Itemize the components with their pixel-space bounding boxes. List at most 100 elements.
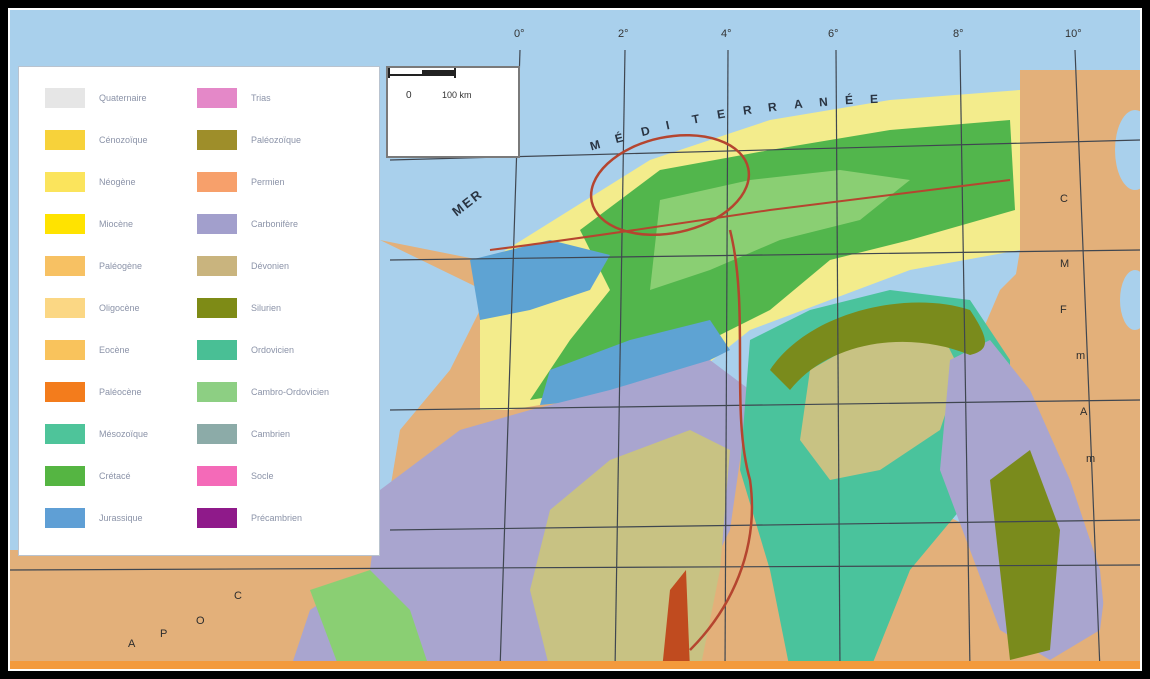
degree-label: 6° <box>828 28 839 40</box>
legend-item: Socle <box>197 465 274 487</box>
legend-swatch <box>197 424 237 444</box>
legend-label: Carbonifère <box>251 219 299 229</box>
silurian-ring <box>770 302 985 390</box>
legend-swatch <box>45 88 85 108</box>
jurassic-west <box>470 240 610 320</box>
scale-bar <box>388 68 456 78</box>
sea-label-letter: N <box>818 94 831 110</box>
legend-item: Mésozoïque <box>45 423 148 445</box>
land-east <box>1010 70 1140 669</box>
legend-label: Néogène <box>99 177 136 187</box>
legend-swatch <box>197 88 237 108</box>
green-southwest <box>310 570 430 669</box>
legend-swatch <box>45 256 85 276</box>
jurassic-central <box>540 320 730 405</box>
precambrian-sliver <box>662 570 690 669</box>
legend-label: Dévonien <box>251 261 290 271</box>
sea-label-letter: É <box>844 93 855 108</box>
legend-item: Dévonien <box>197 255 289 277</box>
region-letter: C <box>234 590 242 602</box>
scale-bar-panel: 0 100 km <box>386 66 520 158</box>
legend-label: Cambrien <box>251 429 291 439</box>
legend-item: Eocène <box>45 339 130 361</box>
legend-label: Eocène <box>99 345 130 355</box>
legend-swatch <box>45 130 85 150</box>
region-letter: C <box>1060 193 1068 205</box>
legend-label: Paléozoïque <box>251 135 302 145</box>
legend-item: Cénozoïque <box>45 129 148 151</box>
legend-swatch <box>197 466 237 486</box>
legend-swatch <box>45 298 85 318</box>
legend-swatch <box>197 214 237 234</box>
legend-swatch <box>45 172 85 192</box>
legend-item: Crétacé <box>45 465 131 487</box>
degree-label: 2° <box>618 28 629 40</box>
legend-item: Permien <box>197 171 285 193</box>
silurian-east <box>990 450 1060 660</box>
degree-label: 10° <box>1065 28 1082 40</box>
sea-label-letter: E <box>869 91 881 107</box>
legend-item: Paléogène <box>45 255 142 277</box>
map-bottom-border <box>10 661 1140 669</box>
legend-label: Ordovicien <box>251 345 295 355</box>
legend-item: Cambrien <box>197 423 290 445</box>
scale-distance-label: 100 km <box>442 90 472 100</box>
region-letter: F <box>1060 304 1067 316</box>
degree-label: 4° <box>721 28 732 40</box>
legend-label: Miocène <box>99 219 134 229</box>
legend-item: Carbonifère <box>197 213 298 235</box>
degree-label: 8° <box>953 28 964 40</box>
legend-swatch <box>45 340 85 360</box>
sea-label-letter: R <box>767 99 780 115</box>
legend-label: Oligocène <box>99 303 140 313</box>
legend-label: Mésozoïque <box>99 429 149 439</box>
legend-label: Quaternaire <box>99 93 147 103</box>
legend-label: Cénozoïque <box>99 135 148 145</box>
legend-item: Paléocène <box>45 381 142 403</box>
legend-swatch <box>45 466 85 486</box>
legend-item: Paléozoïque <box>197 129 301 151</box>
legend-label: Socle <box>251 471 274 481</box>
legend-swatch <box>197 256 237 276</box>
boundary-line-north <box>489 179 1011 251</box>
legend-label: Trias <box>251 93 271 103</box>
legend-swatch <box>197 172 237 192</box>
lake-east <box>1115 110 1140 190</box>
legend-item: Silurien <box>197 297 281 319</box>
region-letter: A <box>128 638 136 650</box>
legend-label: Précambrien <box>251 513 303 523</box>
legend-label: Silurien <box>251 303 282 313</box>
study-area-boundary <box>589 133 751 237</box>
legend-swatch <box>45 424 85 444</box>
legend-item: Ordovicien <box>197 339 294 361</box>
region-letter: A <box>1080 406 1088 418</box>
region-letter: P <box>160 628 168 640</box>
map-canvas <box>10 49 1140 669</box>
region-letter: m <box>1076 350 1086 362</box>
legend-swatch <box>197 508 237 528</box>
lake-east-2 <box>1120 270 1140 330</box>
legend-label: Paléocène <box>99 387 142 397</box>
legend-item: Néogène <box>45 171 136 193</box>
legend-item: Cambro-Ordovicien <box>197 381 329 403</box>
legend-item: Oligocène <box>45 297 140 319</box>
legend-swatch <box>45 382 85 402</box>
devonian-inner <box>800 330 960 480</box>
scale-zero-label: 0 <box>406 90 412 101</box>
legend-item: Quaternaire <box>45 87 147 109</box>
sea-label-letter: A <box>792 96 805 112</box>
legend-label: Jurassique <box>99 513 143 523</box>
legend-swatch <box>45 214 85 234</box>
legend-item: Jurassique <box>45 507 143 529</box>
legend-swatch <box>197 130 237 150</box>
legend-swatch <box>197 298 237 318</box>
boundary-line <box>689 229 754 651</box>
legend-label: Permien <box>251 177 285 187</box>
legend-swatch <box>45 508 85 528</box>
legend-label: Paléogène <box>99 261 143 271</box>
sea-label-letter: R <box>741 102 755 118</box>
region-letter: m <box>1086 453 1096 465</box>
